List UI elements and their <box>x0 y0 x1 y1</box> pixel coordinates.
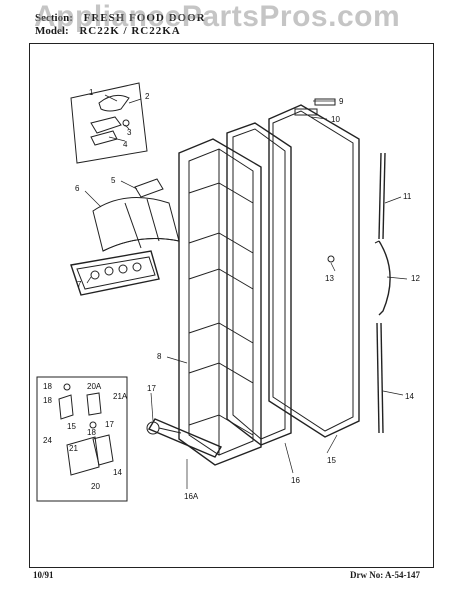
callout-12: 1 <box>89 88 94 97</box>
part-22-23-strips <box>294 98 336 116</box>
part-1-outer-door <box>268 104 360 438</box>
callout-18-b: 18 <box>87 428 96 437</box>
callout-24: 24 <box>43 436 52 445</box>
diagram-header: Section: FRESH FOOD DOOR Model: RC22K / … <box>35 12 425 42</box>
callout-17: 17 <box>105 420 114 429</box>
callout-17a: 18 <box>43 396 52 405</box>
diagram-frame <box>29 43 434 568</box>
callout-16: 14 <box>113 468 122 477</box>
part-5-gasket <box>226 122 292 446</box>
part-6-egg-tray <box>70 250 160 296</box>
leader-lines <box>84 94 408 489</box>
callout-19: 14 <box>405 392 414 401</box>
model-label: Model: <box>35 25 69 37</box>
callout-21: 21 <box>69 444 78 453</box>
callout-20a: 20A <box>87 382 102 391</box>
callout-13: 3 <box>127 128 132 137</box>
callout-2: 12 <box>411 274 420 283</box>
callout-3: 13 <box>325 274 334 283</box>
section-value: FRESH FOOD DOOR <box>83 12 206 24</box>
part-10-cover <box>134 178 164 198</box>
part-4-door-liner <box>178 138 262 466</box>
part-14-trim <box>378 152 386 240</box>
callout-21a: 21A <box>113 392 128 401</box>
callout-22: 9 <box>339 97 344 106</box>
callout-15: 4 <box>123 140 128 149</box>
callout-20: 20 <box>91 482 100 491</box>
exploded-parts-diagram: 1 2 3 4 5 6 7 8 9 10 11 12 13 14 15 16 1… <box>36 82 420 502</box>
part-8-cam <box>146 421 182 435</box>
model-value: RC22K / RC22KA <box>79 25 181 37</box>
part-2-handle <box>374 240 391 316</box>
footer-drawing-no: Drw No: A-54-147 <box>350 570 420 580</box>
footer-date: 10/91 <box>33 570 54 580</box>
section-label: Section: <box>35 12 73 24</box>
callout-11: 2 <box>145 92 150 101</box>
hinge-cap-inset <box>70 82 148 164</box>
callout-10: 5 <box>111 176 116 185</box>
model-line: Model: RC22K / RC22KA <box>35 25 181 37</box>
callout-16a: 15 <box>67 422 76 431</box>
callout-6: 7 <box>77 280 82 289</box>
callout-5: 16 <box>291 476 300 485</box>
callout-14: 11 <box>403 192 412 201</box>
callout-23: 10 <box>331 115 340 124</box>
callout-4: 8 <box>157 352 162 361</box>
hinge-assembly-inset <box>36 376 128 502</box>
callout-9: 6 <box>75 184 80 193</box>
part-3-screw <box>327 255 335 263</box>
part-19-trim <box>376 322 384 434</box>
part-7-bottom-trim <box>147 418 223 458</box>
part-9-dairy-door <box>92 197 180 252</box>
callout-18-a: 18 <box>43 382 52 391</box>
section-line: Section: FRESH FOOD DOOR <box>35 12 206 24</box>
callout-7: 16A <box>184 492 199 501</box>
callout-8: 17 <box>147 384 156 393</box>
callout-1: 15 <box>327 456 336 465</box>
